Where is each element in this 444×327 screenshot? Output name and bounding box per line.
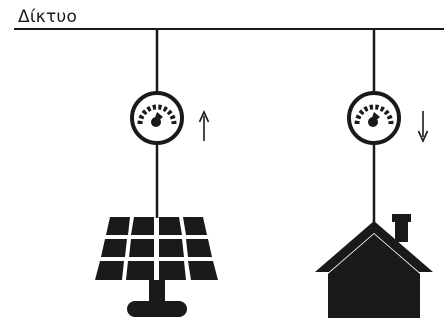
solar-meter-icon	[130, 91, 184, 145]
solar-panel-icon	[95, 217, 218, 317]
up-arrow-icon	[198, 110, 210, 141]
house-meter-icon	[347, 91, 401, 145]
down-arrow-icon	[417, 111, 429, 143]
house-icon	[315, 214, 433, 318]
grid-label: Δίκτυο	[18, 7, 78, 27]
